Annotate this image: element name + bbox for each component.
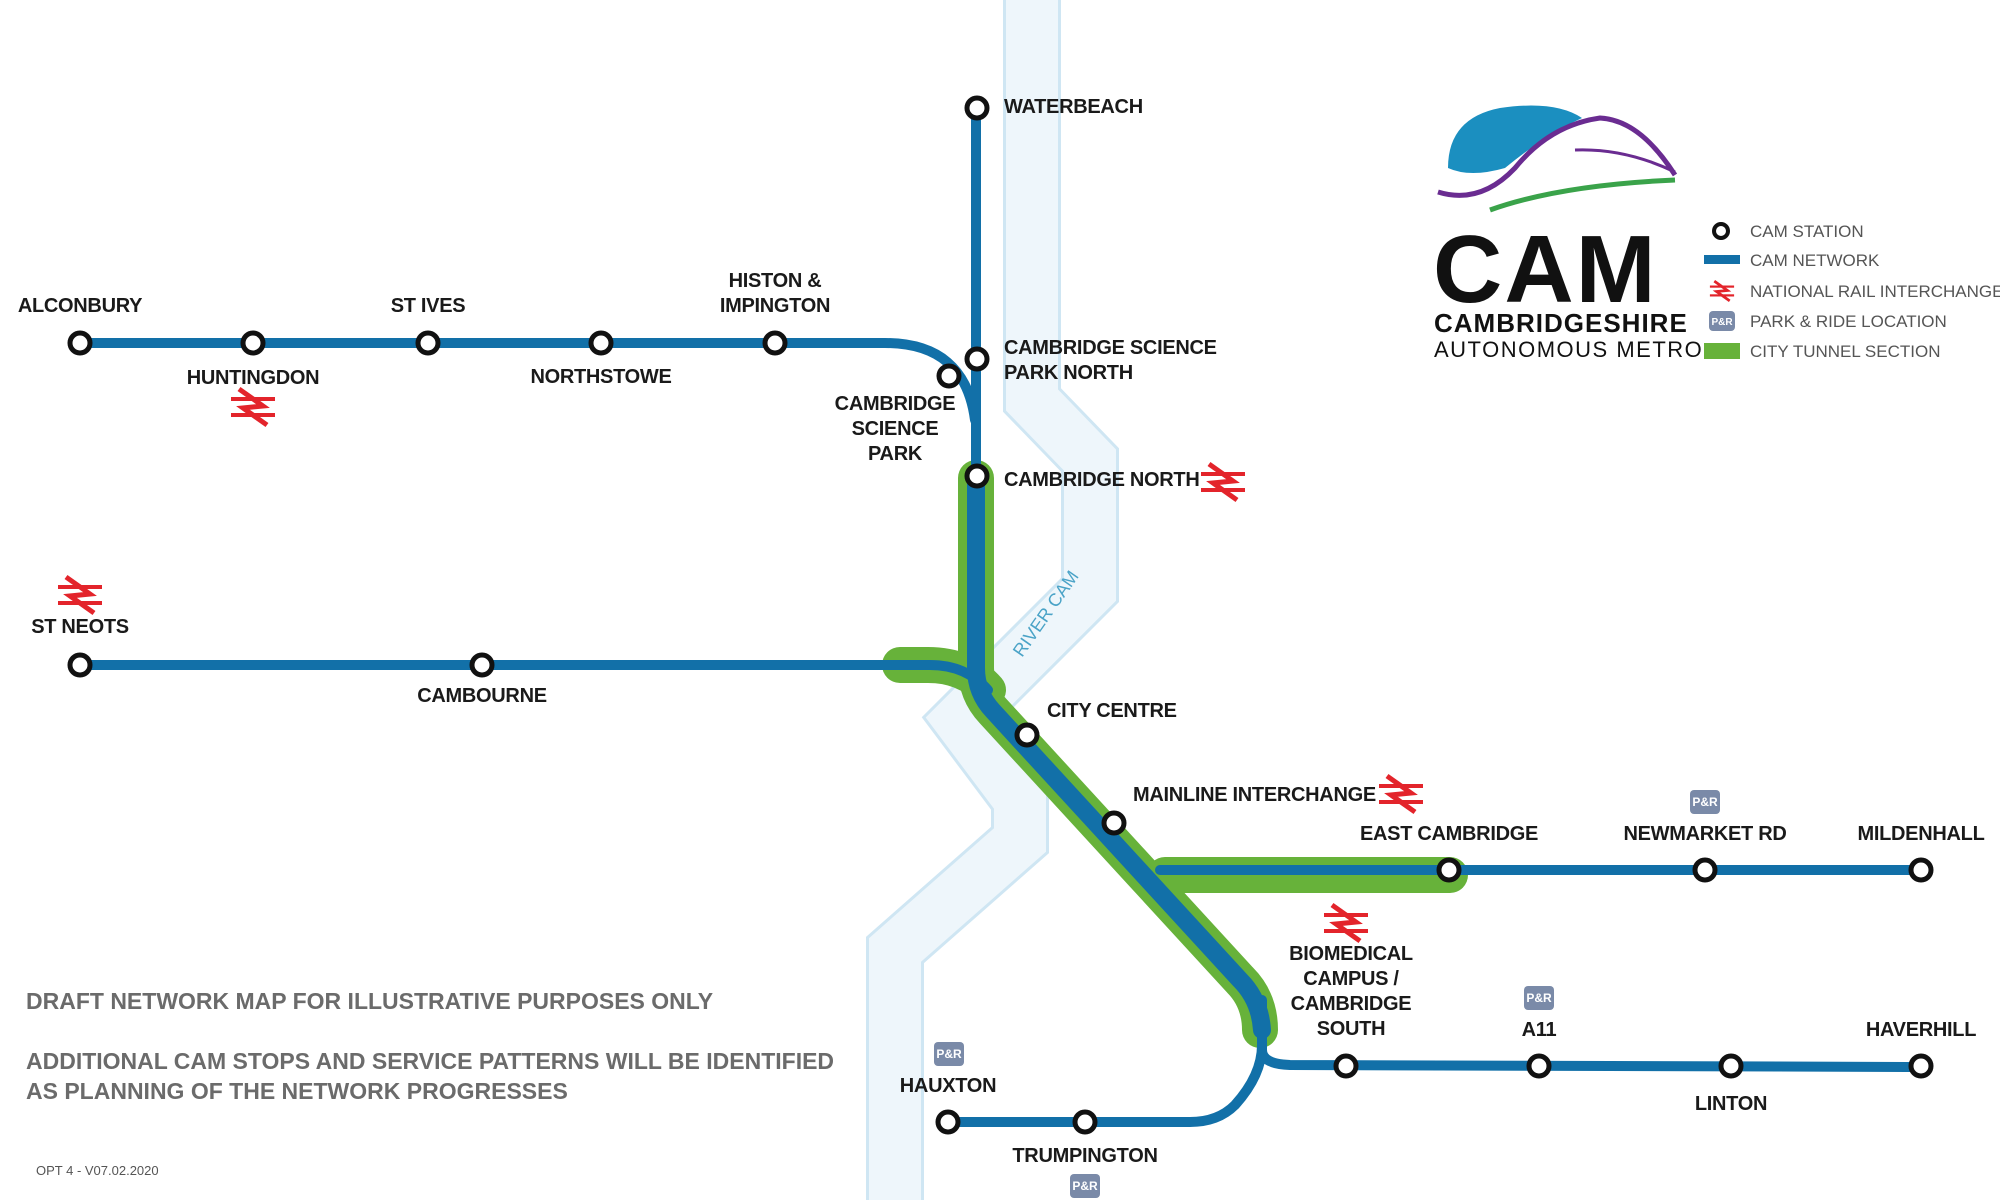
- disclaimer-notes: DRAFT NETWORK MAP FOR ILLUSTRATIVE PURPO…: [26, 988, 834, 1178]
- label-csp-1: CAMBRIDGE: [835, 393, 956, 415]
- logo-line2: AUTONOMOUS METRO: [1434, 337, 1703, 362]
- station-biomedical-campus[interactable]: [1333, 1053, 1359, 1079]
- legend-network-icon: [1704, 255, 1740, 264]
- station-cambridge-north[interactable]: [964, 463, 990, 489]
- national-rail-icon: [58, 577, 102, 613]
- legend-rail-icon: [1708, 279, 1736, 303]
- cam-logo: CAM CAMBRIDGESHIRE AUTONOMOUS METRO: [1433, 105, 1703, 362]
- label-st-ives: ST IVES: [391, 295, 466, 317]
- station-newmarket-rd[interactable]: [1692, 857, 1718, 883]
- label-biomedical-4: SOUTH: [1317, 1018, 1386, 1040]
- label-haverhill: HAVERHILL: [1866, 1019, 1976, 1041]
- logo-cam-text: CAM: [1433, 216, 1658, 323]
- station-histon-impington[interactable]: [762, 330, 788, 356]
- national-rail-icon: [1201, 464, 1245, 500]
- label-cspn-1: CAMBRIDGE SCIENCE: [1004, 337, 1217, 359]
- label-biomedical-1: BIOMEDICAL: [1289, 943, 1413, 965]
- label-mildenhall: MILDENHALL: [1858, 823, 1985, 845]
- station-labels: ALCONBURY HUNTINGDON ST IVES NORTHSTOWE …: [18, 96, 1985, 1167]
- station-st-neots[interactable]: [67, 652, 93, 678]
- label-huntingdon: HUNTINGDON: [187, 367, 320, 389]
- national-rail-icon: [231, 389, 275, 425]
- label-st-neots: ST NEOTS: [31, 616, 129, 638]
- label-east-cambridge: EAST CAMBRIDGE: [1360, 823, 1538, 845]
- station-east-cambridge[interactable]: [1436, 857, 1462, 883]
- label-city-centre: CITY CENTRE: [1047, 700, 1177, 722]
- legend-station-icon: [1712, 222, 1730, 240]
- park-ride-icon: P&R: [1690, 790, 1720, 814]
- label-csp-2: SCIENCE: [852, 418, 939, 440]
- svg-text:P&R: P&R: [1692, 795, 1718, 809]
- note-line2: ADDITIONAL CAM STOPS AND SERVICE PATTERN…: [26, 1048, 834, 1074]
- label-cambourne: CAMBOURNE: [417, 685, 547, 707]
- station-cambridge-science-park-north[interactable]: [964, 346, 990, 372]
- station-northstowe[interactable]: [588, 330, 614, 356]
- legend-tunnel-icon: [1704, 343, 1740, 359]
- note-line3: AS PLANNING OF THE NETWORK PROGRESSES: [26, 1078, 568, 1104]
- station-hauxton[interactable]: [935, 1109, 961, 1135]
- station-cambourne[interactable]: [469, 652, 495, 678]
- station-trumpington[interactable]: [1072, 1109, 1098, 1135]
- station-alconbury[interactable]: [67, 330, 93, 356]
- station-huntingdon[interactable]: [240, 330, 266, 356]
- label-a11: A11: [1522, 1019, 1557, 1041]
- station-waterbeach[interactable]: [964, 95, 990, 121]
- stations: [67, 95, 1934, 1135]
- label-biomedical-3: CAMBRIDGE: [1291, 993, 1412, 1015]
- station-a11[interactable]: [1526, 1053, 1552, 1079]
- national-rail-icon: [1324, 905, 1368, 941]
- legend-label: CITY TUNNEL SECTION: [1750, 342, 1941, 361]
- label-mainline-interchange: MAINLINE INTERCHANGE: [1133, 784, 1376, 806]
- logo-swoosh-icon: [1448, 105, 1582, 173]
- legend: CAM STATION CAM NETWORK NATIONAL RAIL IN…: [1704, 222, 2000, 361]
- label-biomedical-2: CAMPUS /: [1303, 968, 1399, 990]
- park-ride-badges: P&R P&R P&R P&R: [934, 790, 1720, 1198]
- svg-text:P&R: P&R: [936, 1047, 962, 1061]
- park-ride-icon: P&R: [1070, 1174, 1100, 1198]
- label-histon-1: HISTON &: [729, 270, 822, 292]
- label-newmarket-rd: NEWMARKET RD: [1623, 823, 1786, 845]
- svg-text:P&R: P&R: [1711, 317, 1733, 328]
- park-ride-icon: P&R: [934, 1042, 964, 1066]
- label-csp-3: PARK: [868, 443, 923, 465]
- station-haverhill[interactable]: [1908, 1053, 1934, 1079]
- label-alconbury: ALCONBURY: [18, 295, 143, 317]
- station-mainline-interchange[interactable]: [1101, 810, 1127, 836]
- version-label: OPT 4 - V07.02.2020: [36, 1163, 159, 1178]
- legend-label: NATIONAL RAIL INTERCHANGE: [1750, 282, 2000, 301]
- label-cambridge-north: CAMBRIDGE NORTH: [1004, 469, 1200, 491]
- label-histon-2: IMPINGTON: [720, 295, 830, 317]
- label-hauxton: HAUXTON: [900, 1075, 996, 1097]
- label-linton: LINTON: [1695, 1093, 1767, 1115]
- national-rail-icon: [1379, 776, 1423, 812]
- legend-label: PARK & RIDE LOCATION: [1750, 312, 1947, 331]
- cam-network-lines: [75, 103, 1927, 1127]
- svg-text:P&R: P&R: [1072, 1179, 1098, 1193]
- label-trumpington: TRUMPINGTON: [1012, 1145, 1157, 1167]
- svg-text:P&R: P&R: [1526, 991, 1552, 1005]
- station-mildenhall[interactable]: [1908, 857, 1934, 883]
- label-cspn-2: PARK NORTH: [1004, 362, 1133, 384]
- station-cambridge-science-park[interactable]: [936, 363, 962, 389]
- legend-label: CAM STATION: [1750, 222, 1864, 241]
- legend-park-ride-icon: P&R: [1709, 311, 1735, 331]
- note-line1: DRAFT NETWORK MAP FOR ILLUSTRATIVE PURPO…: [26, 988, 713, 1014]
- logo-line1: CAMBRIDGESHIRE: [1434, 308, 1688, 338]
- station-city-centre[interactable]: [1014, 722, 1040, 748]
- station-st-ives[interactable]: [415, 330, 441, 356]
- label-northstowe: NORTHSTOWE: [530, 366, 671, 388]
- label-waterbeach: WATERBEACH: [1004, 96, 1143, 118]
- park-ride-icon: P&R: [1524, 986, 1554, 1010]
- station-linton[interactable]: [1718, 1053, 1744, 1079]
- legend-label: CAM NETWORK: [1750, 251, 1880, 270]
